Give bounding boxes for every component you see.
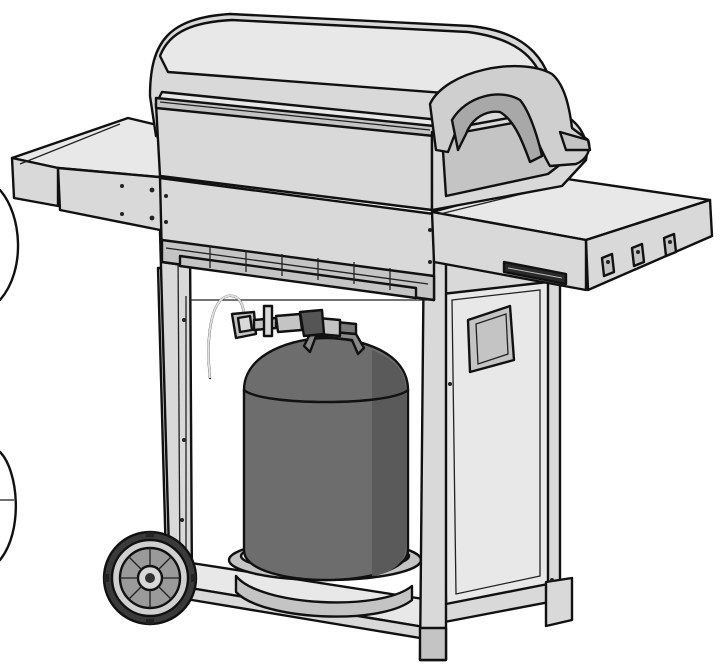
- callout-circle-upper: [0, 188, 20, 302]
- wheel: [102, 530, 198, 626]
- control-knob-icon: [630, 242, 646, 268]
- regulator-hose: [207, 294, 326, 380]
- firebox: [158, 176, 436, 302]
- cart-rivets: [180, 318, 554, 582]
- control-knob-icon: [600, 252, 616, 278]
- control-knobs: [600, 232, 678, 278]
- control-knob-icon: [662, 232, 678, 258]
- grill-lid: [148, 12, 592, 212]
- propane-tank: [242, 316, 410, 582]
- callout-circle-lower: [0, 450, 17, 562]
- left-side-shelf: [10, 116, 172, 234]
- right-side-shelf: [430, 176, 714, 292]
